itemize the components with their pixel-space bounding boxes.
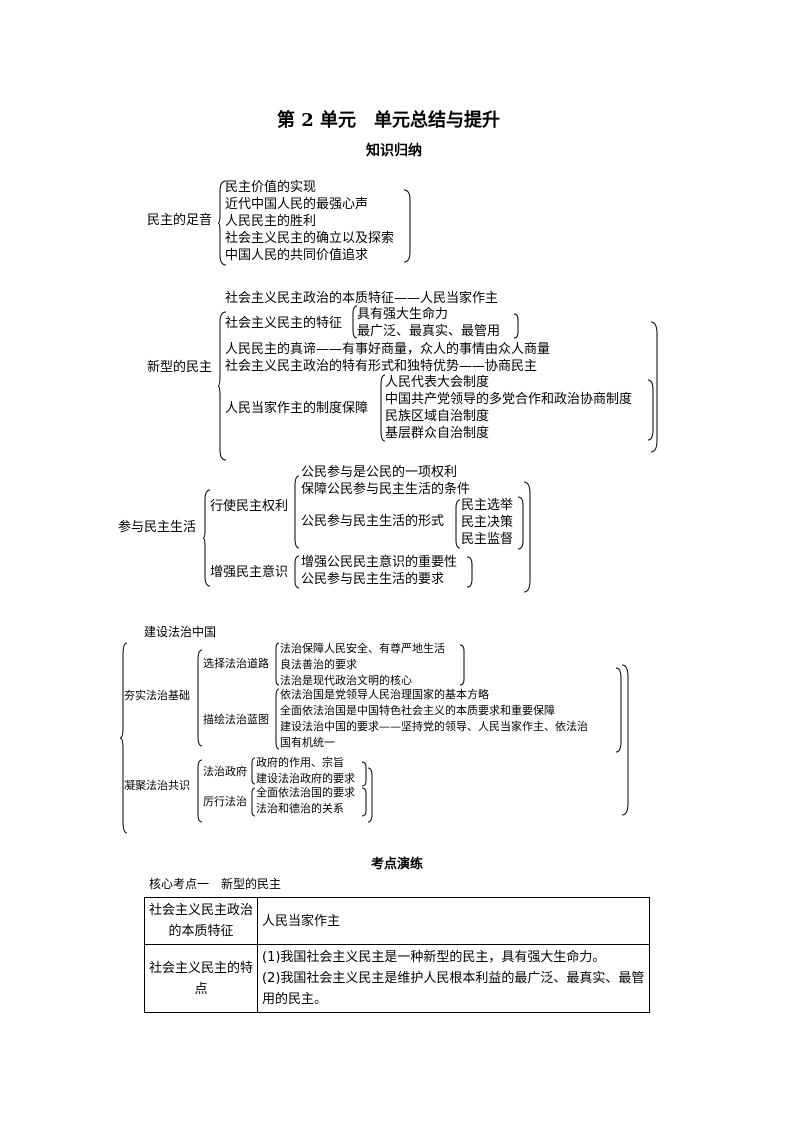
table-row-label: 社会主义民主政治的本质特征 [144, 897, 258, 945]
s4-road-item: 法治保障人民安全、有尊严地生活 [280, 642, 445, 655]
s3-enhance-label: 增强民主意识 [210, 565, 289, 580]
s4-base-brace [197, 649, 203, 747]
s2-feature: 具有强大生命力 [357, 307, 449, 322]
s4-practice-list: 全面依法治国的要求 法治和德治的关系 [256, 785, 355, 817]
s1-item: 民主价值的实现 [225, 180, 317, 195]
s4-blueprint-item: 国有机统一 [280, 736, 335, 749]
s2-system-brace [380, 374, 386, 442]
s4-blueprint-list: 依法治国是党领导人民治理国家的基本方略 全面依法治国是中国特色社会主义的本质要求… [280, 687, 588, 751]
s1-item: 社会主义民主的确立以及探索 [225, 231, 395, 246]
s4-blueprint-item: 建设法治中国的要求——坚持党的领导、人民当家作主、依法治 [280, 720, 588, 733]
s4-gov-close [361, 761, 367, 787]
s3-exercise-brace [294, 475, 300, 549]
s4-blueprint-item: 全面依法治国是中国特色社会主义的本质要求和重要保障 [280, 704, 555, 717]
s2-system: 民族区域自治制度 [385, 409, 490, 424]
s3-ex1: 公民参与是公民的一项权利 [301, 465, 458, 480]
s2-feature: 最广泛、最真实、最管用 [357, 324, 501, 339]
s3-form-list: 民主选举 民主决策 民主监督 [461, 497, 513, 548]
s4-road-close [459, 644, 465, 686]
core-point-title: 核心考点一 新型的民主 [149, 877, 282, 891]
s4-base-close [615, 667, 622, 753]
s4-practice-brace [251, 787, 256, 817]
s3-right-brace [523, 481, 531, 593]
s1-item: 近代中国人民的最强心声 [225, 197, 369, 212]
s3-form: 民主选举 [461, 498, 514, 513]
s2-feature-label: 社会主义民主的特征 [225, 316, 343, 331]
s4-gov-item: 建设法治政府的要求 [256, 772, 355, 785]
table-row-label: 社会主义民主的特点 [144, 944, 258, 1013]
s2-system: 中国共产党领导的多党合作和政治协商制度 [385, 392, 633, 407]
s4-road-item: 法治是现代政治文明的核心 [280, 674, 412, 687]
s3-enhance: 公民参与民主生活的要求 [301, 572, 445, 587]
s1-item: 人民民主的胜利 [225, 214, 317, 229]
s3-enhance-list: 增强公民民主意识的重要性 公民参与民主生活的要求 [301, 554, 457, 588]
s4-blueprint-brace [275, 688, 280, 750]
s4-gov-item: 政府的作用、宗旨 [256, 756, 344, 769]
table-cell-line: 人民当家作主 [262, 913, 341, 929]
s4-practice-close [361, 787, 367, 817]
s4-base-label: 夯实法治基础 [124, 689, 190, 702]
s4-road-label: 选择法治道路 [203, 657, 269, 670]
s2-right-brace [650, 321, 658, 453]
table-row: 社会主义民主的特点 (1)我国社会主义民主是一种新型的民主，具有强大生命力。 (… [144, 944, 650, 1013]
s2-system: 人民代表大会制度 [385, 375, 490, 390]
s1-list: 民主价值的实现 近代中国人民的最强心声 人民民主的胜利 社会主义民主的确立以及探… [225, 179, 394, 264]
s4-gov-brace [251, 757, 256, 785]
s3-enhance-brace [294, 555, 300, 589]
table-cell-line: (1)我国社会主义民主是一种新型的民主，具有强大生命力。 [262, 950, 606, 965]
s2-essence: 社会主义民主政治的本质特征——人民当家作主 [225, 291, 499, 306]
s3-enhance: 增强公民民主意识的重要性 [301, 555, 458, 570]
table-row-content: 人民当家作主 [257, 897, 650, 945]
table-row-content: (1)我国社会主义民主是一种新型的民主，具有强大生命力。 (2)我国社会主义民主… [257, 944, 650, 1013]
section-title-knowledge: 知识归纳 [366, 143, 422, 159]
s4-gov-list: 政府的作用、宗旨 建设法治政府的要求 [256, 755, 355, 787]
s3-form: 民主监督 [461, 532, 514, 547]
s3-root: 参与民主生活 [118, 520, 197, 535]
s3-enhance-close [466, 556, 473, 588]
s4-practice-item: 全面依法治国的要求 [256, 786, 355, 799]
s4-gov-label: 法治政府 [203, 765, 247, 778]
s3-form-close [517, 496, 524, 550]
s4-right-brace [621, 664, 629, 816]
s4-road-item: 良法善治的要求 [280, 658, 357, 671]
s4-consensus-brace [197, 759, 203, 823]
s4-blueprint-item: 依法治国是党领导人民治理国家的基本方略 [280, 688, 489, 701]
s3-form-brace [455, 499, 461, 549]
s1-left-brace [217, 180, 227, 266]
s2-root: 新型的民主 [147, 360, 213, 375]
s2-truth: 人民民主的真谛——有事好商量，众人的事情由众人商量 [225, 342, 551, 357]
s3-left-brace [202, 489, 211, 587]
s4-road-brace [275, 642, 280, 686]
s2-feature-close [513, 313, 519, 339]
s3-form: 民主决策 [461, 515, 514, 530]
s4-consensus-close [367, 767, 373, 823]
s4-blueprint-label: 描绘法治蓝图 [203, 713, 269, 726]
s1-root: 民主的足音 [147, 213, 213, 228]
page-title: 第 2 单元 单元总结与提升 [277, 110, 501, 131]
s2-system-list: 人民代表大会制度 中国共产党领导的多党合作和政治协商制度 民族区域自治制度 基层… [385, 374, 632, 442]
s2-feature-list: 具有强大生命力 最广泛、最真实、最管用 [357, 306, 500, 340]
s4-practice-item: 法治和德治的关系 [256, 802, 344, 815]
s2-system-label: 人民当家作主的制度保障 [225, 401, 369, 416]
s1-right-brace [403, 189, 411, 263]
s1-item: 中国人民的共同价值追求 [225, 248, 369, 263]
s4-title: 建设法治中国 [144, 625, 217, 639]
exercise-heading: 考点演练 [371, 857, 424, 872]
s3-form-label: 公民参与民主生活的形式 [301, 514, 445, 529]
core-table: 社会主义民主政治的本质特征 人民当家作主 社会主义民主的特点 (1)我国社会主义… [144, 897, 650, 1013]
s2-feature-brace [352, 305, 358, 339]
s4-left-brace [119, 642, 128, 834]
s4-road-list: 法治保障人民安全、有尊严地生活 良法善治的要求 法治是现代政治文明的核心 [280, 641, 445, 689]
s4-practice-label: 厉行法治 [203, 795, 247, 808]
table-row: 社会主义民主政治的本质特征 人民当家作主 [144, 897, 650, 945]
table-cell-line: (2)我国社会主义民主是维护人民根本利益的最广泛、最真实、最管用的民主。 [262, 971, 645, 1007]
s4-consensus-label: 凝聚法治共识 [124, 779, 190, 792]
s2-left-brace [217, 311, 227, 461]
s3-exercise-label: 行使民主权利 [210, 499, 289, 514]
s2-system-close [647, 379, 654, 441]
s2-system: 基层群众自治制度 [385, 426, 490, 441]
s3-ex2: 保障公民参与民主生活的条件 [301, 482, 471, 497]
s2-unique: 社会主义民主政治的特有形式和独特优势——协商民主 [225, 359, 538, 374]
